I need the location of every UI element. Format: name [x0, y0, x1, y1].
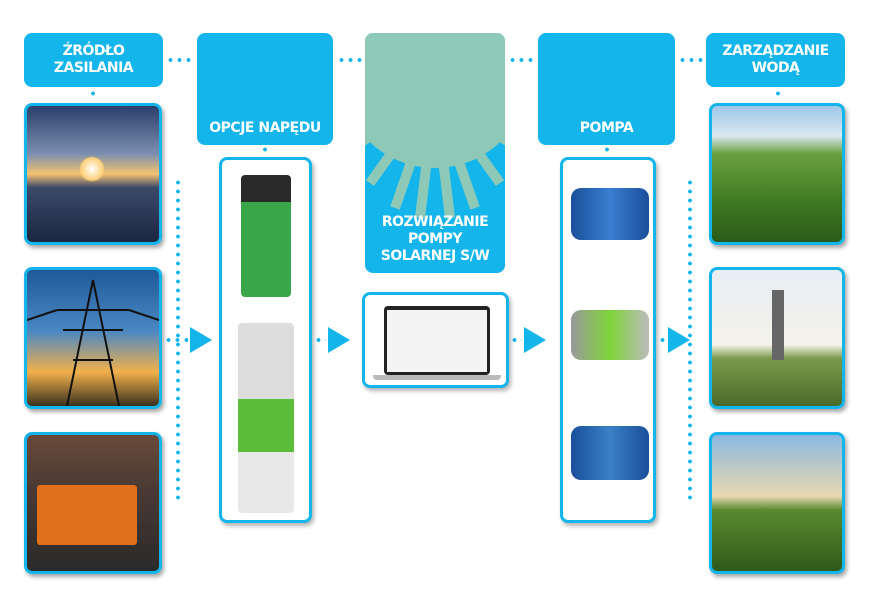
solar-panels-image: [24, 103, 162, 245]
arrow-right-icon: [668, 327, 690, 353]
arrow-right-icon: [524, 327, 546, 353]
connector-dots: [776, 89, 780, 99]
drive-unit-image: [241, 175, 291, 297]
header-label: ZARZĄDZANIE WODĄ: [722, 43, 829, 76]
arrow-right-icon: [190, 327, 212, 353]
header-label: OPCJE NAPĘDU: [209, 120, 321, 136]
sun-icon: [365, 33, 505, 219]
connector-dots: [263, 145, 267, 155]
software-laptop-panel: [362, 292, 509, 388]
drive-options-header: OPCJE NAPĘDU: [197, 33, 333, 145]
water-management-header: ZARZĄDZANIE WODĄ: [706, 33, 845, 87]
connector-dots: [658, 338, 668, 342]
pump-image: [571, 310, 649, 360]
sprinkler-field-image: [709, 103, 845, 245]
header-label: POMPA: [579, 120, 634, 136]
drive-unit-image: [238, 323, 294, 513]
power-grid-image: [24, 267, 162, 409]
drive-options-panel: [219, 157, 312, 523]
power-source-header: ŹRÓDŁO ZASILANIA: [24, 33, 163, 87]
connector-dots: [510, 338, 522, 342]
center-pivot-irrigation-image: [709, 432, 845, 574]
arrow-right-icon: [328, 327, 350, 353]
connector-dots: [688, 178, 692, 503]
connector-dots: [678, 58, 704, 62]
laptop-base: [373, 375, 501, 380]
water-tower-image: [709, 267, 845, 409]
pump-header: POMPA: [538, 33, 675, 145]
pump-panel: [560, 157, 656, 523]
connector-dots: [314, 338, 326, 342]
header-label: ŹRÓDŁO ZASILANIA: [53, 43, 134, 76]
pump-image: [571, 188, 649, 240]
connector-dots: [337, 58, 363, 62]
connector-dots: [605, 145, 609, 155]
laptop-screen: [384, 306, 490, 375]
pump-image: [571, 426, 649, 480]
connector-dots: [164, 338, 188, 342]
header-label: ROZWIĄZANIE POMPY SOLARNEJ S/W: [380, 214, 490, 264]
generator-image: [24, 432, 162, 574]
connector-dots: [91, 89, 95, 99]
connector-dots: [508, 58, 536, 62]
connector-dots: [166, 58, 194, 62]
solar-software-header: ROZWIĄZANIE POMPY SOLARNEJ S/W: [365, 33, 505, 273]
